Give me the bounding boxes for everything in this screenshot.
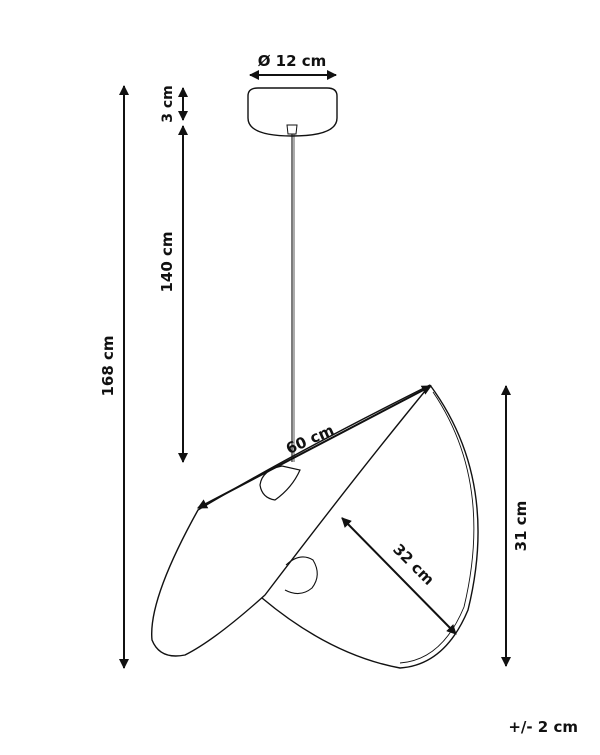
- label-total-height: 168 cm: [99, 335, 117, 396]
- dimension-cable-length: 140 cm: [158, 125, 188, 463]
- dimension-shade-height: 31 cm: [501, 385, 530, 667]
- label-canopy-height: 3 cm: [160, 85, 176, 123]
- label-canopy-diameter: Ø 12 cm: [258, 52, 327, 70]
- ceiling-canopy: [247, 87, 338, 137]
- dimension-canopy-diameter: Ø 12 cm: [249, 52, 337, 80]
- dimension-shade-depth: 32 cm: [341, 517, 457, 635]
- dimension-total-height: 168 cm: [99, 85, 129, 669]
- dimension-canopy-height: 3 cm: [160, 85, 188, 123]
- tolerance-note: +/- 2 cm: [508, 718, 578, 736]
- label-shade-height: 31 cm: [512, 501, 530, 552]
- label-shade-width: 60 cm: [283, 421, 337, 458]
- label-shade-depth: 32 cm: [389, 540, 438, 589]
- label-cable-length: 140 cm: [158, 231, 176, 292]
- dimension-shade-width: 60 cm: [197, 385, 432, 509]
